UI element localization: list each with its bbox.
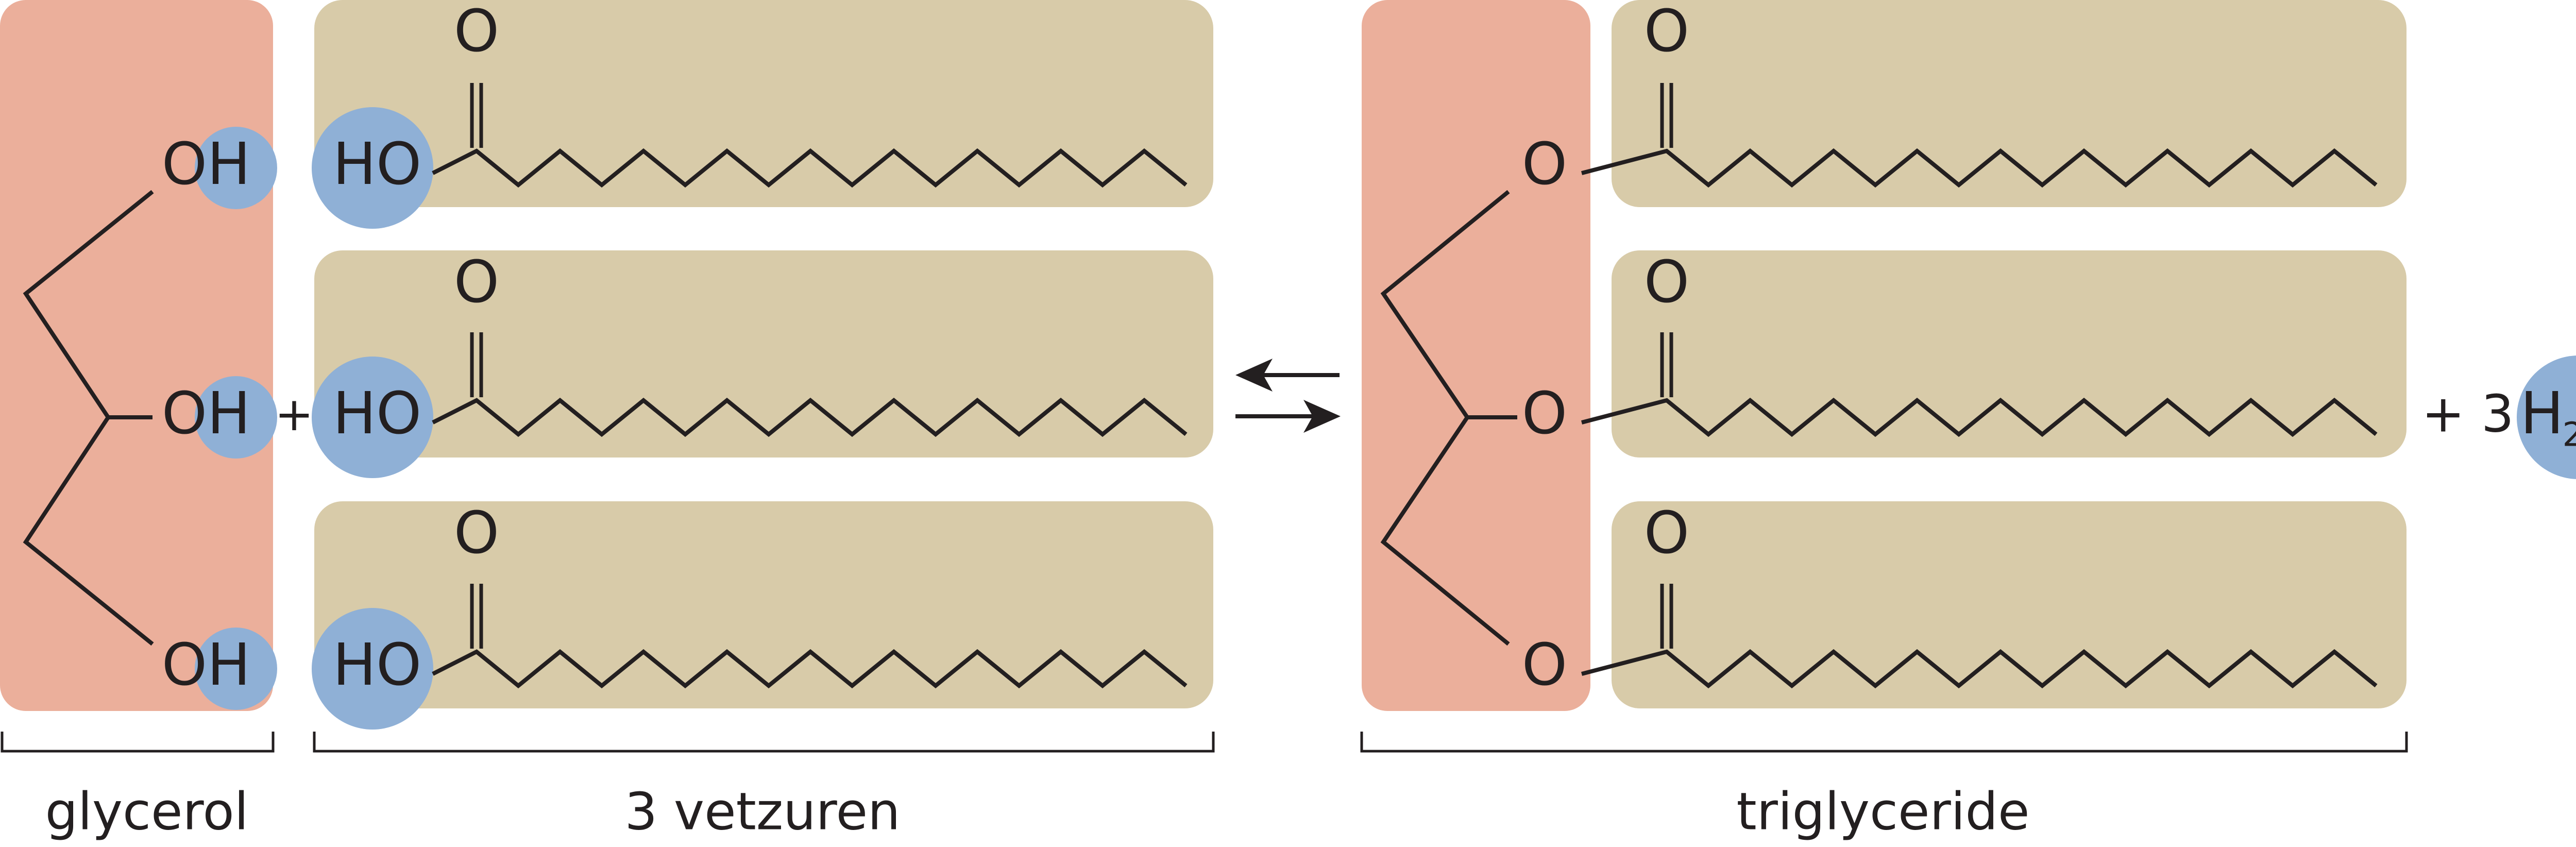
left-fatty-acid-chains [432,83,1188,689]
glycerol-box [0,0,273,711]
right-chain-1 [1581,148,2378,188]
right-chain-3 [1581,649,2378,689]
fatty-acid-carbonyl-o-2: O [454,249,499,316]
ester-carbonyl-o-3: O [1644,500,1689,567]
glycerol-oh-label-3: OH [162,632,250,699]
right-chain-2 [1581,397,2378,437]
ester-oxygen-2: O [1522,380,1567,447]
fatty-acid-box-1 [314,0,1213,207]
plus-sign-reactants: + [275,387,313,442]
left-chain-2 [432,397,1188,437]
ester-carbonyl-o-2: O [1644,249,1689,316]
triglyceride-fa-box-2 [1612,250,2406,458]
equilibrium-arrows [1235,359,1341,433]
triglyceride-glycerol-box [1362,0,1590,711]
carboxyl-circle-1 [312,107,433,229]
triglyceride-bracket [1360,732,2408,753]
hydroxyl-circle-1 [195,127,277,209]
water-formula: H 2 O [2520,380,2576,454]
left-chain-3 [432,649,1188,689]
ester-carbonyl-o-1: O [1644,0,1689,65]
fatty-acid-ho-label-3: HO [333,632,421,699]
plus-three-label: + 3 [2421,383,2514,444]
left-chain-1 [432,148,1188,188]
hydroxyl-circle-3 [195,628,277,710]
fatty-acid-ho-label-2: HO [333,380,421,447]
glycerol-oh-label-1: OH [162,131,250,198]
glycerol-bracket [1,732,275,753]
fatty-acid-box-2 [314,250,1213,458]
triglyceride-fa-box-1 [1612,0,2406,207]
fatty-acids-caption: 3 vetzuren [624,781,900,841]
svg-text:2: 2 [2563,416,2576,454]
glycerol-caption: glycerol [45,781,249,841]
water-circle [2517,355,2576,479]
fatty-acids-bracket [313,732,1215,753]
fatty-acid-carbonyl-o-3: O [454,500,499,567]
hydroxyl-circle-2 [195,376,277,459]
ester-oxygen-3: O [1522,632,1567,699]
ester-oxygen-1: O [1522,131,1567,198]
right-fatty-acid-chains [1581,83,2378,689]
fatty-acid-carbonyl-o-1: O [454,0,499,65]
carboxyl-circle-2 [312,357,433,478]
triglyceride-fa-box-3 [1612,501,2406,708]
triglyceride-caption: triglyceride [1737,781,2030,841]
svg-text:H: H [2520,380,2564,447]
fatty-acid-box-3 [314,501,1213,708]
glycerol-oh-label-2: OH [162,380,250,447]
carboxyl-circle-3 [312,608,433,730]
fatty-acid-ho-label-1: HO [333,131,421,198]
